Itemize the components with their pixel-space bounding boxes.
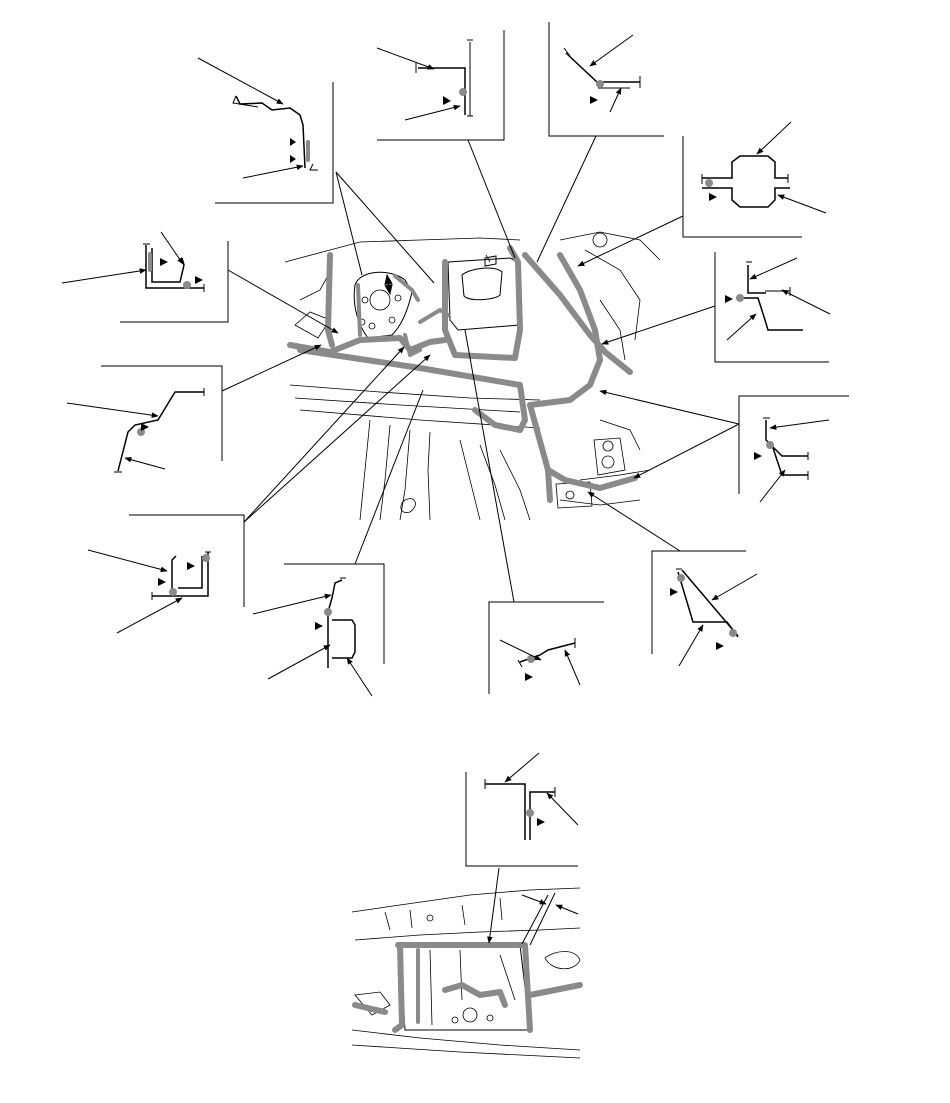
- detail-2: [376, 30, 505, 141]
- detail-12: [651, 550, 758, 667]
- detail-3: [548, 22, 664, 137]
- detail-7: [66, 365, 223, 473]
- detail-5: [61, 231, 229, 323]
- detail-6: [714, 252, 831, 363]
- detail-11: [488, 601, 604, 694]
- detail-8: [738, 395, 849, 503]
- main-sealer-beads: [287, 245, 638, 503]
- detail-1: [197, 57, 334, 204]
- detail-10: [252, 563, 385, 697]
- lower-body-illustration: [351, 887, 583, 1059]
- leader-lines: [221, 135, 740, 946]
- detail-9: [87, 514, 245, 634]
- detail-13: [465, 752, 579, 867]
- main-body-illustration: [284, 231, 661, 521]
- box-panel: [447, 254, 521, 331]
- body-outline-lines: [284, 231, 661, 521]
- detail-4: [682, 121, 827, 238]
- detail-14: [521, 894, 579, 915]
